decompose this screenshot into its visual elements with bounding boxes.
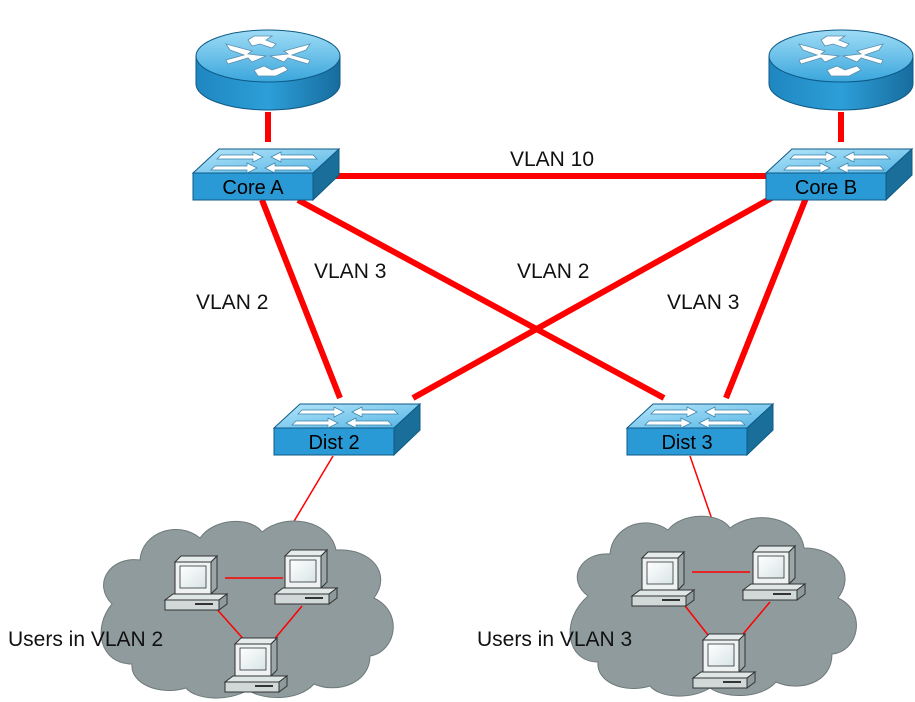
switch-core-a: Core A bbox=[192, 148, 340, 201]
cloud3-link-b bbox=[681, 601, 713, 641]
router-icon bbox=[195, 29, 341, 111]
device-label: Dist 3 bbox=[661, 432, 712, 454]
link-dist-2-cloud bbox=[289, 455, 334, 529]
router-icon bbox=[768, 29, 914, 111]
device-label: Dist 2 bbox=[308, 432, 359, 454]
switch-dist-2: Dist 2 bbox=[273, 403, 421, 456]
label-core-a-dist-2: VLAN 2 bbox=[196, 291, 268, 314]
cloud-label-vlan2: Users in VLAN 2 bbox=[8, 628, 163, 651]
switch-core-b: Core B bbox=[765, 148, 913, 201]
cloud2-link-b bbox=[214, 606, 247, 643]
link-core-a-dist-2 bbox=[259, 198, 343, 400]
links-layer bbox=[259, 112, 844, 401]
device-label: Core B bbox=[795, 177, 857, 199]
access-links bbox=[289, 455, 716, 529]
device-label: Core A bbox=[222, 177, 284, 199]
label-core-b-dist-3: VLAN 3 bbox=[667, 291, 739, 314]
cloud-label-vlan3: Users in VLAN 3 bbox=[477, 628, 632, 651]
label-core-b-dist-2: VLAN 2 bbox=[517, 260, 589, 283]
link-core-a-dist-3 bbox=[296, 197, 666, 401]
label-core-a-core-b: VLAN 10 bbox=[510, 148, 594, 171]
cloud-vlan2 bbox=[100, 520, 394, 699]
switch-dist-3: Dist 3 bbox=[626, 403, 774, 456]
cloud2-link-c bbox=[271, 605, 303, 643]
label-core-a-dist-3: VLAN 3 bbox=[314, 260, 386, 283]
link-dist-3-cloud bbox=[689, 455, 716, 529]
link-core-b-dist-3 bbox=[723, 196, 809, 400]
cloud-vlan3 bbox=[569, 515, 857, 697]
link-core-b-dist-2 bbox=[411, 193, 777, 401]
